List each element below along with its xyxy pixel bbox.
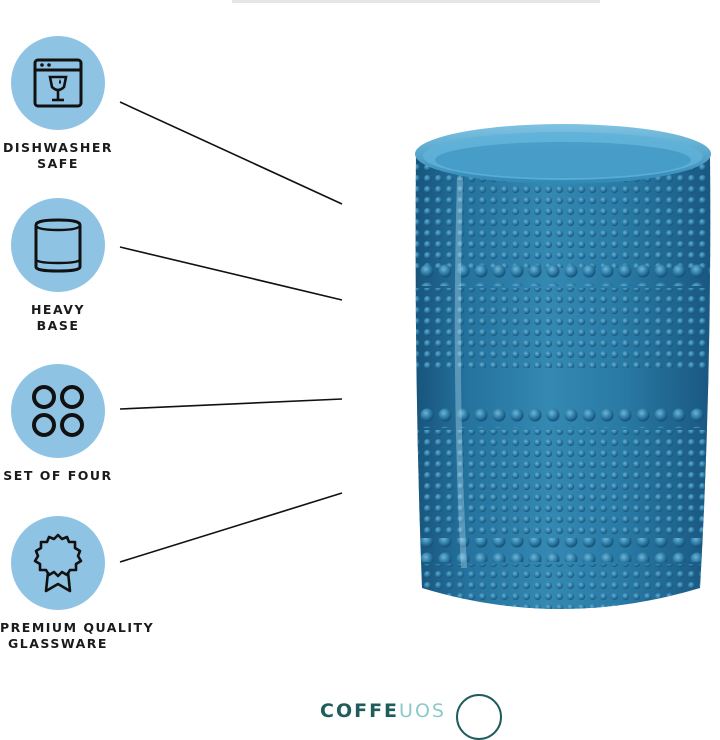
brand-name-dark: COFFE <box>320 700 400 722</box>
feature-label-line1: DISHWASHER <box>2 140 114 155</box>
hobnail-dot-pattern <box>415 154 711 609</box>
feature-badge <box>11 36 105 130</box>
feature-label: SET OF FOUR <box>0 468 116 484</box>
feature-label-line2: BASE <box>36 318 80 333</box>
brand-logo: COFFEUOS <box>320 694 502 740</box>
award-ribbon-icon <box>33 533 83 593</box>
feature-label-line1: HEAVY <box>30 302 86 317</box>
feature-label: HEAVY BASE <box>0 302 116 334</box>
connector-line-premium <box>119 492 343 563</box>
brand-wordmark: COFFEUOS <box>320 700 446 722</box>
blue-hobnail-glass-image <box>415 124 711 609</box>
feature-badge <box>11 516 105 610</box>
dishwasher-icon <box>33 58 83 108</box>
feature-badge <box>11 364 105 458</box>
feature-heavy-base: HEAVY BASE <box>0 198 116 334</box>
feature-connector-lines <box>119 101 343 563</box>
feature-set-of-four: SET OF FOUR <box>0 364 116 484</box>
four-circles-icon <box>32 385 84 437</box>
top-cropped-text-edge <box>232 0 600 3</box>
heavy-base-glass-icon <box>34 218 82 273</box>
feature-label-line1: PREMIUM QUALITY <box>0 620 155 635</box>
feature-dishwasher-safe: DISHWASHER SAFE <box>0 36 116 172</box>
feature-premium-quality: PREMIUM QUALITY GLASSWARE <box>0 516 155 652</box>
feature-badge <box>11 198 105 292</box>
brand-emblem-icon <box>455 694 502 740</box>
feature-label-line2: GLASSWARE <box>8 636 108 651</box>
connector-line-set-of-four <box>119 398 343 410</box>
connector-line-heavy-base <box>119 246 343 301</box>
feature-label: DISHWASHER SAFE <box>0 140 116 172</box>
brand-name-light: UOS <box>399 700 446 722</box>
feature-label: PREMIUM QUALITY GLASSWARE <box>0 620 155 652</box>
feature-label-line1: SET OF FOUR <box>3 468 113 483</box>
feature-label-line2: SAFE <box>37 156 79 171</box>
connector-line-dishwasher <box>119 101 343 205</box>
